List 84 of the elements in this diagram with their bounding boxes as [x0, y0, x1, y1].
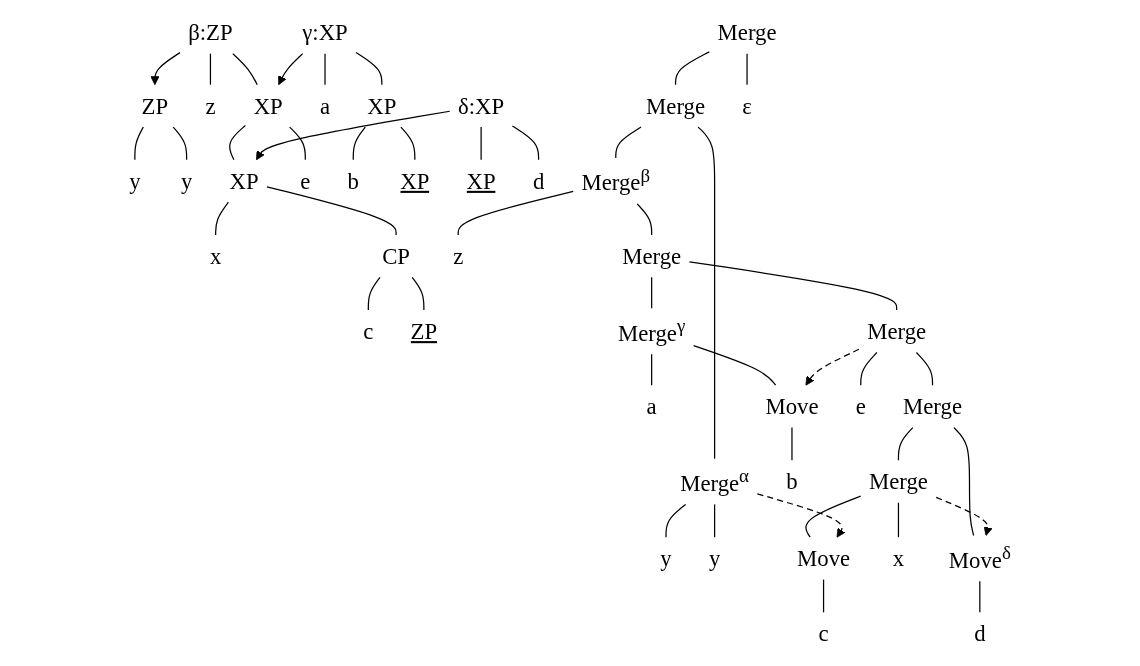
connector	[688, 261, 898, 311]
node-text: e	[855, 393, 866, 420]
connector	[134, 126, 144, 161]
connector	[355, 51, 383, 86]
connector	[172, 126, 188, 161]
node-text: z	[453, 243, 464, 270]
arrow	[805, 348, 860, 386]
node-text: Merge$^{γ}$	[617, 315, 686, 346]
node-text: XP	[367, 92, 397, 119]
node-text: x	[892, 545, 905, 572]
node-text: ZP	[410, 318, 438, 345]
node-text: Merge	[868, 468, 928, 495]
connector	[457, 190, 574, 236]
connector	[953, 427, 975, 537]
connector	[860, 351, 878, 386]
connector	[636, 203, 653, 236]
node-text: ZP	[141, 92, 169, 119]
node-text: XP	[400, 168, 430, 194]
node-text: b	[347, 168, 359, 194]
node-text: XP	[253, 92, 283, 119]
connector	[651, 276, 653, 309]
node-text: Merge	[867, 318, 927, 345]
node-text: δ:XP	[458, 92, 505, 119]
connector	[746, 53, 748, 86]
connector	[674, 51, 710, 86]
node-text: x	[209, 243, 222, 270]
connector	[229, 124, 246, 161]
connector	[665, 503, 687, 538]
node-text: γ:XP	[302, 19, 348, 46]
node-text: y	[660, 545, 672, 572]
arrow	[278, 53, 304, 86]
node-text: a	[646, 393, 657, 420]
connector	[411, 276, 425, 311]
connector	[232, 53, 258, 86]
node-text: e	[300, 168, 311, 194]
node-text: y	[180, 168, 193, 194]
node-text: y	[708, 545, 721, 572]
node-text: c	[363, 318, 374, 345]
connector	[915, 351, 934, 386]
connector	[367, 276, 381, 311]
connector	[400, 126, 416, 161]
node-text: d	[974, 620, 986, 647]
connector	[651, 353, 653, 386]
node-text: c	[818, 620, 829, 647]
connector	[215, 201, 229, 236]
connector	[805, 495, 862, 538]
node-text: Merge	[903, 393, 963, 420]
node-text: Move$^{δ}$	[948, 542, 1011, 574]
connector	[266, 186, 397, 236]
connector	[791, 427, 793, 461]
connector	[897, 427, 914, 461]
node-text: β:ZP	[188, 19, 233, 46]
connector	[714, 503, 716, 538]
node-text: CP	[382, 243, 411, 270]
connector	[209, 53, 212, 86]
node-text: ε	[742, 92, 752, 119]
node-text: Merge	[717, 19, 777, 46]
connector	[352, 126, 366, 161]
node-text: Move	[797, 545, 851, 572]
node-text: a	[319, 92, 331, 119]
arrow	[150, 52, 181, 86]
connector	[979, 580, 981, 613]
connector	[480, 126, 482, 161]
node-text: Move	[765, 393, 819, 420]
connector	[289, 126, 306, 161]
node-text: d	[532, 168, 545, 194]
connector	[697, 126, 716, 460]
node-text: XP	[466, 168, 496, 194]
connector	[822, 578, 825, 613]
node-text: Merge	[622, 243, 682, 270]
arrow	[256, 110, 451, 161]
connector	[615, 126, 642, 159]
node-text: z	[205, 92, 216, 119]
node-text: XP	[229, 168, 259, 194]
arrow	[756, 493, 846, 538]
node-text: Merge$^{β}$	[581, 165, 651, 196]
connector	[693, 345, 777, 386]
node-text: y	[129, 168, 141, 194]
node-text: Merge$^{α}$	[680, 465, 750, 497]
connector	[897, 502, 900, 538]
arrow	[935, 496, 993, 536]
connector	[511, 125, 540, 161]
node-text: Merge	[646, 92, 706, 119]
node-text: b	[786, 468, 798, 495]
